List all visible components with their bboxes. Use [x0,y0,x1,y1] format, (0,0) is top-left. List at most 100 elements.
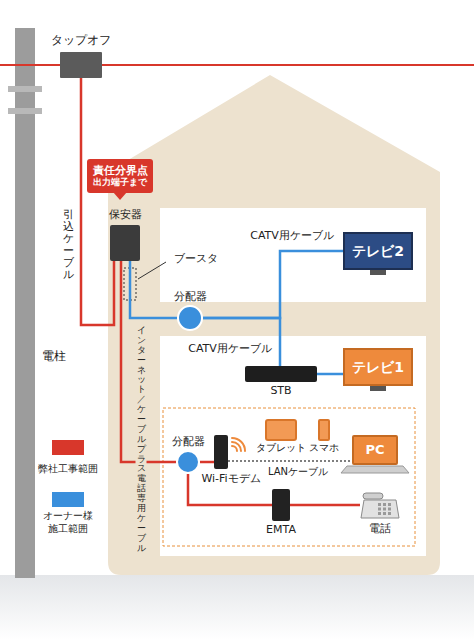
label-holder: 分配器 [172,436,205,449]
tv-stand [370,386,386,391]
cable-label: CATV用ケーブル [187,343,273,356]
label-holder: CATV用ケーブル [249,230,335,243]
phone-cable [290,504,360,507]
room-panel [160,208,426,302]
pole-crossbar [8,108,42,114]
node-inner: PC [354,437,396,463]
phone-body [361,500,399,518]
node-label: 出力端子まで [93,177,147,187]
phone-key [388,508,391,511]
legend-swatch [52,440,84,455]
tv-stand [370,270,386,275]
smartphone-icon: スマホ [318,419,330,441]
phone-key [378,508,381,511]
node-inner [360,490,400,520]
node-inner [178,452,198,472]
booster-label: ブースタ [174,253,218,266]
internet-cable [188,474,272,505]
node-inner [60,52,102,78]
node-label: Wi-Fiモデム [201,473,260,486]
phone-key [388,512,391,515]
tv-screen: テレビ1 [343,348,413,386]
catv-cable [130,261,177,318]
tapoff-box: タップオフ [60,52,102,78]
room-panel [160,336,426,556]
label-holder: EMTA [266,524,296,537]
internet-cable [200,461,214,464]
node-label: タップオフ [51,34,111,48]
leader-line [138,262,166,279]
phone-key [378,512,381,515]
label-holder: 引込ケーブル [63,209,74,282]
legend-text: オーナー様施工範囲 [41,510,95,535]
node-inner [179,307,201,329]
splitter-circle: 分配器 [176,450,200,474]
label-holder: タブレット [256,442,306,454]
label-holder: 電話 [369,523,391,536]
node-label: 電話 [369,523,391,536]
cable-label: LANケーブル [267,466,329,478]
phone-icon: 電話 [360,490,400,520]
cable-label: インターネット／ケーブルプラス電話専用ケーブル [136,326,147,553]
phone-drawing [360,490,400,520]
node-label: 分配器 [172,436,205,449]
label-holder: 電柱 [42,350,66,364]
node-label: テレビ1 [352,359,404,375]
catv-cable [203,251,343,318]
tablet-icon: タブレット [265,419,297,441]
cable-label: 引込ケーブル [63,209,74,282]
protector-box: 保安器 [110,225,140,261]
phone-key [388,503,391,506]
laptop-base [341,466,409,473]
network-area [163,408,415,546]
internet-cable [121,261,176,462]
phone-handset [363,493,383,499]
house-shape [108,75,440,575]
drop-cable [81,78,114,325]
node-label: スマホ [309,442,339,454]
legend-swatch [52,492,84,507]
node-label: 責任分界点 [93,165,148,178]
node-inner: 責任分界点出力端子まで [87,159,153,193]
node-inner: テレビ2 [345,234,411,268]
lan-cable [228,460,352,462]
wifi-icon [232,438,245,451]
label-holder: 分配器 [174,291,207,304]
node-inner [245,366,317,382]
callout-pointer [113,192,127,200]
ground [0,575,474,640]
node-inner: テレビ1 [345,350,411,384]
callout-box: 責任分界点出力端子まで [87,159,153,193]
pc-screen: PC [352,435,398,465]
phone-key [383,508,386,511]
label-holder: STB [270,385,291,398]
stb-box: STB [245,366,317,382]
node-label: 分配器 [174,291,207,304]
cable-label: CATV用ケーブル [249,230,335,243]
legend-text: 弊社工事範囲 [38,463,98,476]
node-inner [110,225,140,261]
label-holder: 弊社工事範囲 [38,463,98,476]
label-holder: ブースタ [174,253,218,266]
phone-key [383,503,386,506]
node-label: STB [270,385,291,398]
node-inner [272,489,290,521]
node-inner [214,435,228,469]
phone-key [383,512,386,515]
label-holder: オーナー様施工範囲 [41,510,95,535]
label-holder: インターネット／ケーブルプラス電話専用ケーブル [136,326,147,553]
label-holder: LANケーブル [267,466,329,478]
node-inner [267,421,295,439]
label-holder: タップオフ [51,34,111,48]
node-label: テレビ2 [352,243,404,259]
emta-box: EMTA [272,489,290,521]
pole-label: 電柱 [42,350,66,364]
node-label: 保安器 [109,209,142,222]
tv-screen: テレビ2 [343,232,413,270]
modem-box: Wi-Fiモデム [214,435,228,469]
label-holder: Wi-Fiモデム [201,473,260,486]
pole-crossbar [8,86,42,92]
